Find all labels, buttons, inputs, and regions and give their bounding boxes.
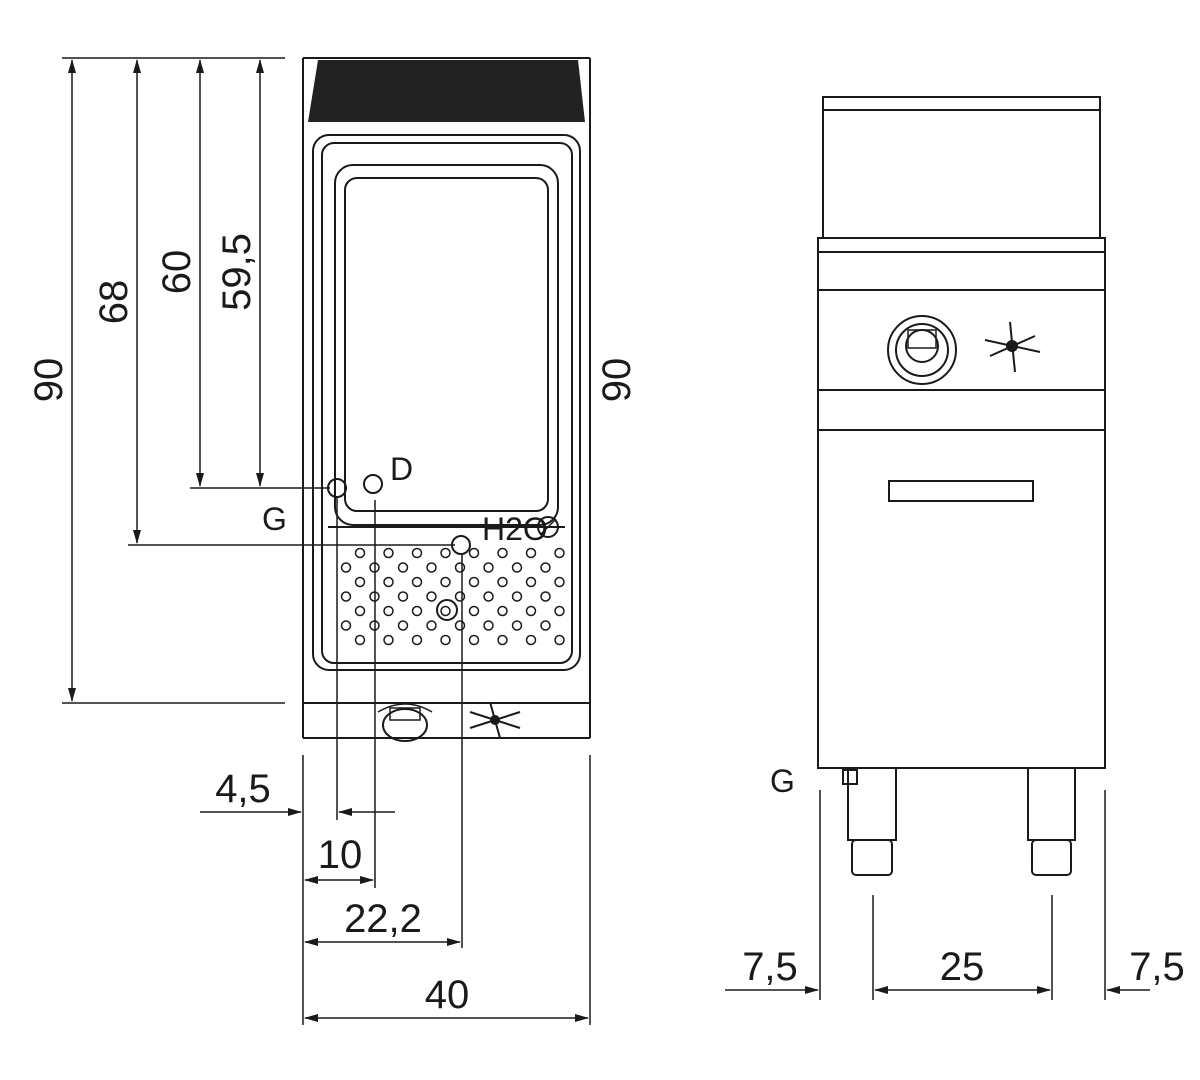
perforation-hole [554, 576, 565, 588]
perforation-hole [454, 562, 466, 573]
gas-connection-marker [842, 769, 858, 785]
water-connection-marker [537, 516, 559, 538]
control-panel [817, 237, 1106, 431]
dim-offset-h2o: 22,2 [344, 897, 422, 941]
perforation-hole [468, 605, 480, 617]
perforation-hole [383, 547, 394, 559]
perforation-hole [511, 620, 523, 631]
knob-icon [377, 703, 433, 742]
perforation-hole [340, 591, 352, 602]
dim-side-middle: 25 [940, 945, 985, 989]
perforation-hole [354, 634, 366, 646]
perforation-hole [426, 591, 437, 602]
perforation-hole [411, 547, 423, 559]
perforation-hole [397, 591, 409, 602]
basket-hole-large [436, 599, 458, 621]
perforation-hole [397, 620, 409, 631]
drain-connection-marker [363, 474, 383, 494]
perforation-hole [525, 634, 537, 646]
dim-side-left: 7,5 [742, 945, 798, 989]
perforation-hole [454, 591, 466, 602]
label-g-side: G [770, 763, 795, 799]
perforation-hole [426, 620, 437, 631]
label-d: D [390, 451, 413, 487]
perforation-hole [468, 634, 480, 646]
perforation-hole [483, 620, 494, 631]
top-box [822, 96, 1101, 239]
perforation-hole [354, 547, 366, 559]
perforation-hole [554, 605, 565, 617]
dim-side-right: 7,5 [1129, 945, 1185, 989]
perforation-hole [440, 576, 451, 588]
perforation-hole [354, 576, 366, 588]
perforation-hole [454, 620, 466, 631]
perforation-hole [511, 562, 523, 573]
dim-height-drain: 68 [92, 280, 136, 325]
perforation-hole [411, 576, 423, 588]
door [817, 429, 1106, 769]
perforation-hole [340, 562, 352, 573]
perforation-hole [383, 605, 394, 617]
tank-inner [334, 164, 559, 526]
dim-offset-g: 4,5 [215, 767, 271, 811]
side-view: G 7,5 25 7,5 [725, 96, 1185, 1000]
perforation-hole [397, 562, 409, 573]
perforation-hole [497, 605, 508, 617]
dim-height-total: 90 [27, 358, 71, 403]
leg-right [1027, 767, 1076, 841]
leg-left [847, 767, 897, 841]
perforation-hole [554, 634, 565, 646]
perforation-hole [483, 591, 494, 602]
perforation-hole [525, 547, 537, 559]
perforation-hole [440, 547, 451, 559]
perforation-hole [554, 547, 565, 559]
perforation-hole [468, 547, 480, 559]
perforation-hole [340, 620, 352, 631]
perforation-hole [497, 576, 508, 588]
perforation-hole [383, 576, 394, 588]
perforation-hole [354, 605, 366, 617]
perforation-hole [383, 634, 394, 646]
dim-height-gas: 60 [155, 250, 199, 295]
label-h2o: H2O [482, 511, 548, 547]
perforation-hole [540, 562, 551, 573]
knob-icon [887, 315, 957, 385]
perforation-hole [497, 634, 508, 646]
dim-height-right: 90 [595, 358, 639, 403]
perforation-hole [497, 547, 508, 559]
tap-icon [469, 701, 521, 739]
perforation-hole [411, 605, 423, 617]
perforation-hole [525, 576, 537, 588]
perforation-hole [511, 591, 523, 602]
perforation-hole [483, 562, 494, 573]
tap-icon [984, 321, 1041, 373]
dim-height-d: 59,5 [215, 233, 259, 311]
perforation-hole [440, 605, 451, 617]
tank-outer [312, 134, 581, 671]
perforation-hole [525, 605, 537, 617]
dim-offset-d: 10 [318, 833, 363, 877]
perforation-hole [540, 620, 551, 631]
door-handle [888, 480, 1034, 502]
gas-connection-marker [327, 478, 347, 498]
perforation-hole [540, 591, 551, 602]
perforation-hole [426, 562, 437, 573]
dim-width: 40 [425, 973, 470, 1017]
label-g: G [262, 501, 287, 537]
perforated-basket [340, 547, 565, 646]
top-slab [308, 60, 585, 122]
front-view: D G H2O 90 68 60 59,5 90 4,5 10 22,2 40 [27, 57, 639, 1025]
perforation-hole [468, 576, 480, 588]
perforation-hole [440, 634, 451, 646]
perforation-hole [411, 634, 423, 646]
